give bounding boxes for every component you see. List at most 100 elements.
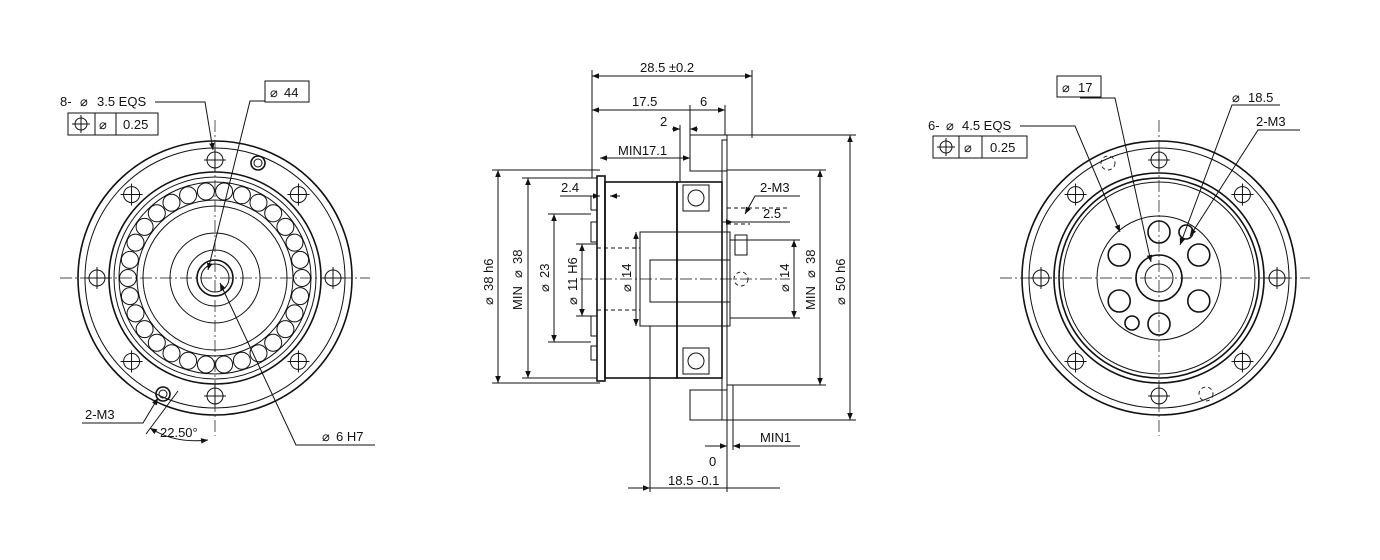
left-bore-box-value: 44 — [284, 85, 298, 100]
mid-min-17-1: MIN17.1 — [618, 143, 667, 158]
diameter-symbol: ⌀ — [1062, 80, 1070, 95]
roller — [162, 344, 181, 363]
right-tap-label: 2-M3 — [1256, 114, 1286, 129]
diameter-symbol: ⌀ — [777, 284, 792, 292]
roller — [276, 217, 295, 236]
output-hole — [1187, 243, 1211, 267]
mid-top-lug — [689, 134, 728, 172]
roller — [196, 355, 215, 374]
mid-dia-23: 23 — [537, 264, 552, 278]
left-rollers — [119, 182, 311, 374]
left-tolerance-frame — [67, 112, 159, 136]
roller — [232, 186, 251, 205]
mid-dim-2-5: 2.5 — [763, 206, 781, 221]
diameter-symbol: ⌀ — [537, 284, 552, 292]
diameter-symbol: ⌀ — [833, 297, 848, 305]
diameter-symbol: ⌀ — [322, 429, 330, 444]
roller — [135, 320, 154, 339]
mid-dia-14-right: 14 — [777, 264, 792, 278]
left-view: 8- ⌀ 3.5 EQS ⌀ 0.25 ⌀ 44 2-M3 22.50° ⌀ 6… — [60, 80, 375, 446]
left-center-bore-label: 6 H7 — [336, 429, 363, 444]
mid-zero: 0 — [709, 454, 716, 469]
mid-min-1: MIN1 — [760, 430, 791, 445]
roller — [196, 182, 215, 201]
diameter-symbol: ⌀ — [946, 118, 954, 133]
mid-tap-label: 2-M3 — [760, 180, 790, 195]
output-hole — [1107, 243, 1131, 267]
roller — [285, 233, 304, 252]
left-tap-label: 2-M3 — [85, 407, 115, 422]
roller — [249, 344, 268, 363]
roller — [215, 355, 234, 374]
mid-dia-50-h6: 50 h6 — [833, 258, 848, 291]
roller — [120, 250, 139, 269]
mid-min-38-right: MIN — [803, 286, 818, 310]
roller — [147, 333, 166, 352]
right-bore-box — [1056, 75, 1102, 98]
mid-dim-6: 6 — [700, 94, 707, 109]
mid-dim-2: 2 — [660, 114, 667, 129]
mid-dim-2-4: 2.4 — [561, 180, 579, 195]
roller — [215, 182, 234, 201]
left-angle-label: 22.50° — [160, 425, 198, 440]
diameter-symbol: ⌀ — [964, 140, 972, 155]
roller — [249, 193, 268, 212]
roller — [291, 250, 310, 269]
mid-bearing-top — [682, 184, 710, 212]
right-holes-size: 4.5 EQS — [962, 118, 1011, 133]
roller — [147, 204, 166, 223]
left-bore-box — [264, 80, 310, 103]
diameter-symbol: ⌀ — [803, 270, 818, 278]
mid-min-38-left: MIN — [510, 286, 525, 310]
roller — [264, 333, 283, 352]
roller — [162, 193, 181, 212]
diameter-symbol: ⌀ — [270, 85, 278, 100]
left-holes-size: 3.5 EQS — [97, 94, 146, 109]
diameter-symbol: ⌀ — [99, 117, 107, 132]
roller — [285, 304, 304, 323]
mid-bearing-bottom — [682, 347, 710, 375]
roller — [135, 217, 154, 236]
right-holes-callout: 6- — [928, 118, 940, 133]
mid-bottom-length: 18.5 -0.1 — [668, 473, 719, 488]
right-holes-tolerance: 0.25 — [990, 140, 1015, 155]
diameter-symbol: ⌀ — [80, 94, 88, 109]
mid-dia-38-h6: 38 h6 — [481, 258, 496, 291]
roller — [179, 351, 198, 370]
mid-dia-38-right: 38 — [803, 250, 818, 264]
mid-dia-38-left: 38 — [510, 250, 525, 264]
roller — [232, 351, 251, 370]
roller — [264, 204, 283, 223]
output-hole — [1107, 289, 1131, 313]
diameter-symbol: ⌀ — [510, 270, 525, 278]
mid-dia-11-h6: 11 H6 — [565, 257, 580, 291]
left-tap-hole — [250, 155, 266, 171]
roller — [179, 186, 198, 205]
right-tap-hole — [1124, 315, 1140, 331]
roller — [126, 233, 145, 252]
right-tap-hole — [1178, 224, 1194, 240]
right-tap-hole — [1198, 386, 1214, 402]
right-dia-18-5: 18.5 — [1248, 90, 1273, 105]
diameter-symbol: ⌀ — [481, 297, 496, 305]
diameter-symbol: ⌀ — [619, 284, 634, 292]
diameter-symbol: ⌀ — [1232, 90, 1240, 105]
right-tap-hole — [1100, 155, 1116, 171]
left-holes-tolerance: 0.25 — [123, 117, 148, 132]
middle-view: 28.5 ±0.2 17.5 6 2 MIN17.1 2.4 2-M3 2.5 … — [481, 60, 856, 492]
right-tolerance-frame — [932, 135, 1028, 159]
mid-overall-length: 28.5 ±0.2 — [640, 60, 694, 75]
roller — [120, 287, 139, 306]
right-bore-box-value: 17 — [1078, 80, 1092, 95]
diameter-symbol: ⌀ — [565, 297, 580, 305]
mid-dia-14-left: 14 — [619, 264, 634, 278]
right-view: ⌀ 17 ⌀ 18.5 2-M3 6- ⌀ 4.5 EQS ⌀ 0.25 — [928, 75, 1310, 436]
left-holes-callout: 8- — [60, 94, 72, 109]
output-hole — [1187, 289, 1211, 313]
mid-bottom-lug — [689, 389, 728, 421]
roller — [276, 320, 295, 339]
roller — [291, 287, 310, 306]
mid-left-plate — [596, 175, 606, 382]
roller — [126, 304, 145, 323]
